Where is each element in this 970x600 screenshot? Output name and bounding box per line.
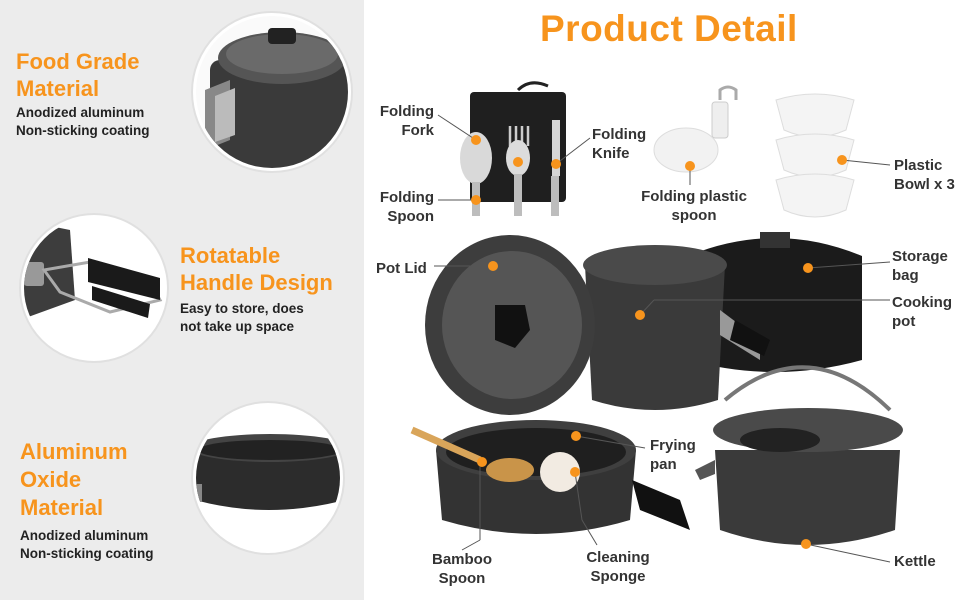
leader-lines bbox=[434, 114, 891, 563]
label-pot-lid: Pot Lid bbox=[376, 260, 427, 277]
handle-closeup-image bbox=[19, 213, 169, 363]
pot-lid-image bbox=[425, 235, 595, 415]
page-title: Product Detail bbox=[540, 8, 798, 49]
food-grade-closeup-image bbox=[191, 11, 353, 173]
kettle-image bbox=[695, 365, 903, 545]
label-kettle: Kettle bbox=[894, 553, 936, 570]
utensil-set-image bbox=[460, 81, 566, 216]
pan-closeup-image bbox=[191, 401, 345, 555]
frying-pan-image bbox=[410, 420, 690, 534]
cooking-pot-image bbox=[583, 245, 770, 410]
plastic-spoon-image bbox=[653, 85, 738, 173]
plastic-bowls-image bbox=[775, 93, 855, 218]
